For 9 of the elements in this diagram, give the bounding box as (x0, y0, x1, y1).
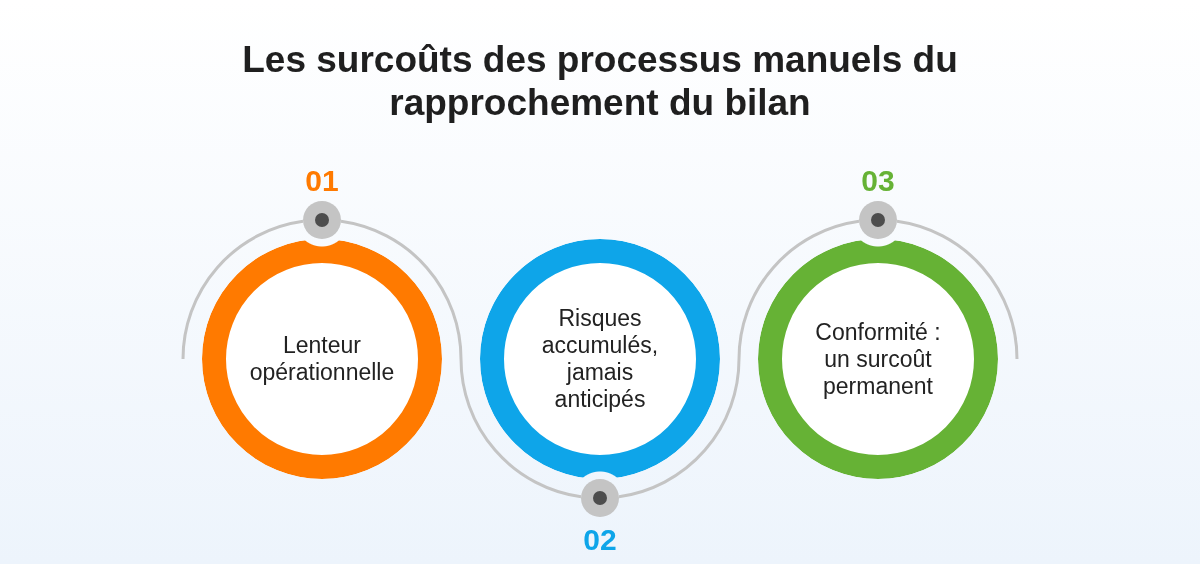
step-number: 02 (582, 524, 618, 556)
node-text: Conformité : un surcoût permanent (814, 318, 942, 400)
step-number: 03 (860, 165, 896, 197)
title: Les surcoûts des processus manuels du rapprochement du bilan (241, 38, 959, 124)
connector-line (340, 219, 582, 499)
step-number: 01 (304, 165, 340, 197)
node-text: Risques accumulés, jamais anticipés (540, 305, 660, 413)
connector-line (618, 219, 860, 499)
node-text: Lenteur opérationnelle (248, 332, 396, 386)
